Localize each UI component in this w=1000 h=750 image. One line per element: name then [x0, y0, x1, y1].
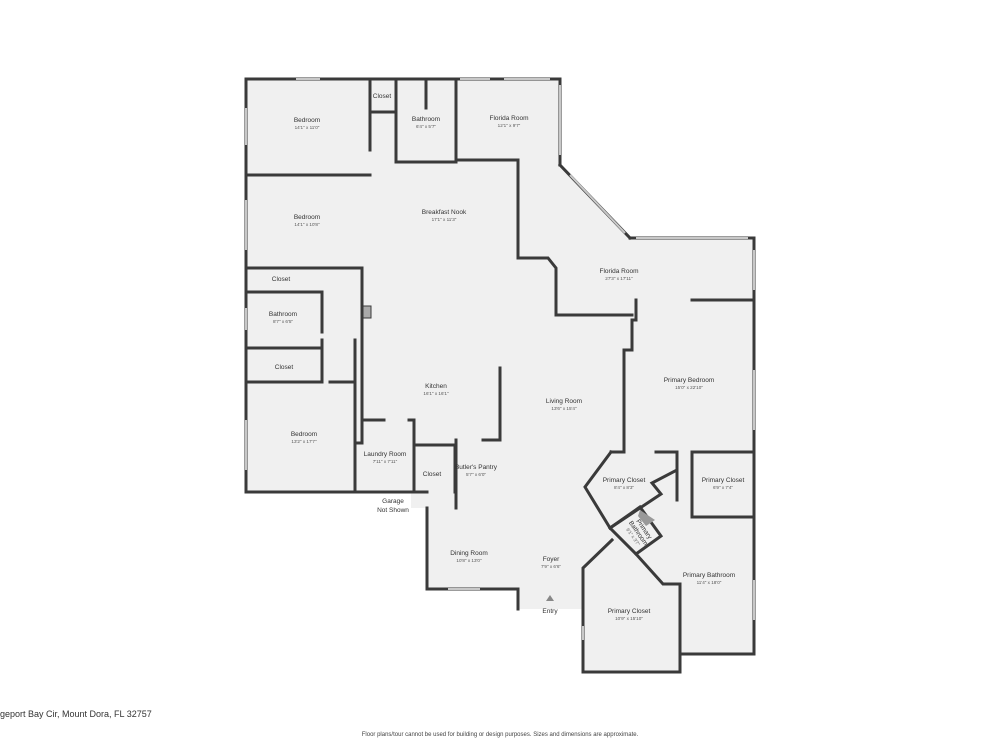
garage-note: Not Shown — [377, 507, 409, 514]
entry-arrow-icon — [546, 595, 554, 601]
room-name: Bathroom — [269, 311, 297, 318]
room-dims: 13'2" x 17'7" — [291, 439, 317, 444]
room-dims: 15'0" x 22'10" — [675, 385, 703, 390]
walls — [244, 77, 756, 674]
room-name: Primary Bathroom — [683, 572, 735, 579]
room-dims: 17'1" x 11'3" — [432, 217, 457, 222]
room-name: Primary Closet — [603, 477, 646, 484]
room-dims: 6'4" x 5'7" — [416, 124, 436, 129]
room-name: Dining Room — [450, 550, 488, 557]
entry-label: Entry — [542, 608, 558, 615]
room-name: Breakfast Nook — [422, 209, 467, 216]
room-name: Living Room — [546, 398, 582, 405]
disclaimer: Floor plans/tour cannot be used for buil… — [0, 732, 1000, 738]
room-dims: 8'7" x 6'5" — [273, 319, 293, 324]
room-name: Butler's Pantry — [455, 464, 498, 471]
address: geport Bay Cir, Mount Dora, FL 32757 — [0, 709, 152, 719]
room-dims: 7'9" x 6'6" — [541, 564, 561, 569]
room-dims: 8'4" x 8'3" — [614, 485, 634, 490]
room-name: Laundry Room — [364, 451, 407, 458]
room-name: Bathroom — [412, 116, 440, 123]
shower — [638, 510, 655, 526]
room-labels: Bedroom 14'1" x 11'0" Closet Bathroom 6'… — [269, 93, 745, 621]
room-dims: 11'4" x 18'0" — [697, 580, 722, 585]
room-dims: 13'6" x 15'4" — [551, 406, 577, 411]
windows — [245, 78, 755, 640]
fireplace — [362, 305, 372, 319]
room-name: Foyer — [543, 556, 560, 563]
garage-note: Garage — [382, 498, 404, 505]
room-name: Closet — [275, 364, 294, 371]
room-dims: 10'9" x 15'10" — [615, 616, 643, 621]
room-dims: 7'11" x 7'11" — [373, 459, 398, 464]
room-name: Primary Bedroom — [664, 377, 715, 384]
room-dims: 12'1" x 9'7" — [498, 123, 521, 128]
room-name: Primary Closet — [702, 477, 745, 484]
room-dims: 27'3" x 17'11" — [605, 276, 633, 281]
room-dims: 14'1" x 11'0" — [295, 125, 320, 130]
room-name: Kitchen — [425, 383, 447, 390]
room-name: Florida Room — [599, 268, 638, 275]
room-name: Closet — [423, 471, 442, 478]
room-dims: 14'1" x 10'8" — [294, 222, 320, 227]
room-name: Bedroom — [294, 117, 320, 124]
disclaimer-text: Floor plans/tour cannot be used for buil… — [361, 732, 639, 738]
room-dims: 6'9" x 7'4" — [713, 485, 733, 490]
room-name: Closet — [373, 93, 392, 100]
room-name: Bedroom — [294, 214, 320, 221]
room-name: Primary Closet — [608, 608, 651, 615]
room-dims: 10'8" x 13'0" — [456, 558, 482, 563]
room-name: Bedroom — [291, 431, 317, 438]
room-name: Florida Room — [489, 115, 528, 122]
room-dims: 5'7" x 6'0" — [466, 472, 486, 477]
room-name: Closet — [272, 276, 291, 283]
room-dims: 16'1" x 16'1" — [423, 391, 449, 396]
